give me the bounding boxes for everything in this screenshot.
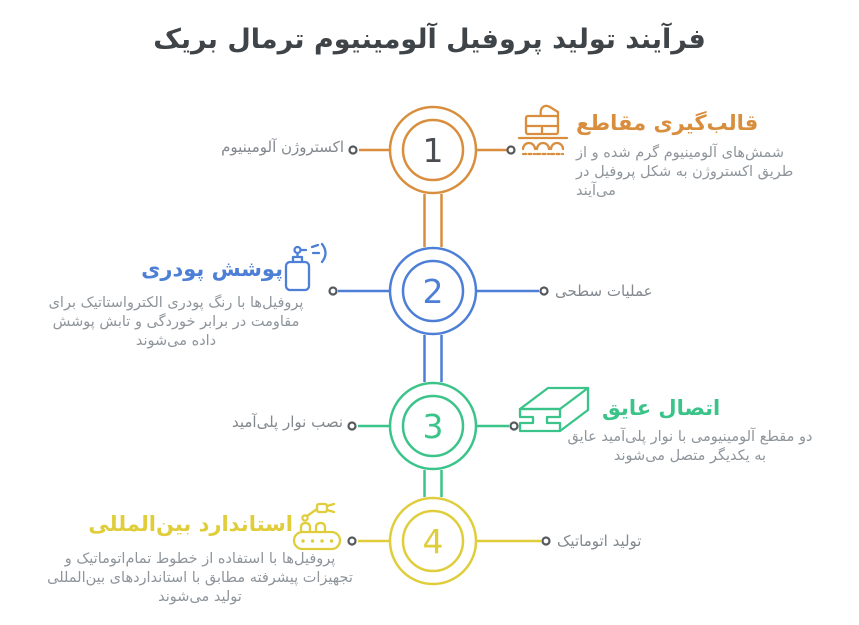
step-4-description: پروفیل‌ها با استفاده از خطوط تمام‌اتومات… [47,551,353,605]
step-4-left-dot [347,536,357,546]
step-3-to-4-connector [423,470,443,497]
step-1-heading: قالب‌گیری مقاطع [576,111,759,135]
insulated-profile-icon [518,386,590,433]
spray-paint-icon [284,242,327,292]
step-2-heading: پوشش پودری [141,257,283,281]
step-1-linework [359,105,507,247]
step-4-side-label: تولید اتوماتیک [557,532,642,550]
step-3-inner-circle [401,394,465,458]
page-title: فرآیند تولید پروفیل آلومینیوم ترمال بریک [153,24,706,55]
step-3-description: دو مقطع آلومینیومی با نوار پلی‌آمید عایق… [567,429,813,464]
step-4-linework [358,496,541,586]
step-2-side-label: عملیات سطحی [555,282,653,300]
conveyor-rollers [301,539,334,543]
extrusion-press-icon [517,104,569,156]
step-2-linework [338,246,539,382]
step-1-to-2-connector [423,194,443,247]
step-4-number: 4 [423,522,444,561]
step-1-side-label: اکستروژن آلومینیوم [221,138,344,156]
step-2-right-dot [539,286,549,296]
step-2-to-3-connector [423,335,443,382]
step-2-number: 2 [423,272,444,311]
robot-conveyor-icon [292,502,342,551]
step-1-right-dot [506,145,516,155]
step-1-left-dot [348,145,358,155]
step-4-inner-circle [401,509,465,573]
step-2-description: پروفیل‌ها با رنگ پودری الکترواستاتیک برا… [48,295,304,349]
step-3-right-dot [509,421,519,431]
step-2-inner-circle [401,259,465,323]
step-3-linework [358,381,509,497]
step-1-inner-circle [401,118,465,182]
step-3-side-label: نصب نوار پلی‌آمید [231,413,343,431]
step-1-description: شمش‌های آلومینیوم گرم شده و از طریق اکست… [576,145,794,199]
step-1-number: 1 [423,131,444,170]
step-3-left-dot [347,421,357,431]
step-3-number: 3 [423,407,444,446]
step-3-heading: اتصال عایق [602,396,721,420]
step-2-left-dot [328,286,338,296]
step-4-right-dot [541,536,551,546]
step-4-heading: استاندارد بین‌المللی [88,512,293,536]
connector-dots [328,145,551,546]
